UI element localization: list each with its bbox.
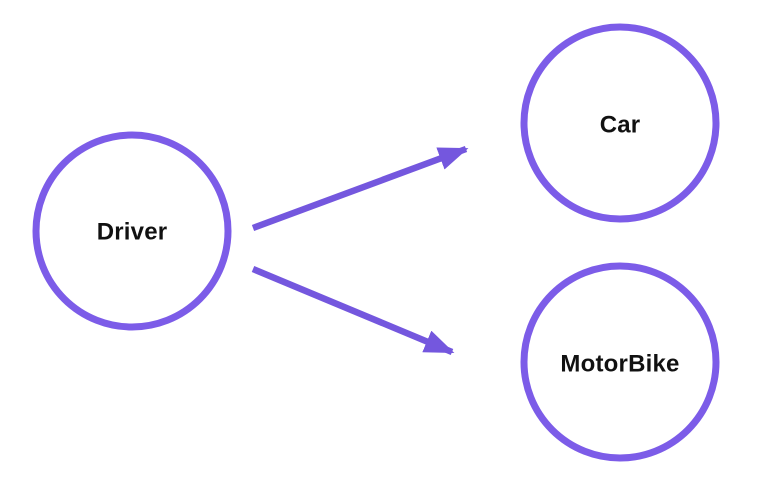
node-motorbike-circle (520, 262, 720, 462)
node-motorbike: MotorBike (520, 262, 720, 462)
node-car-label: Car (600, 111, 641, 138)
edge-driver-motorbike-line (251, 266, 455, 355)
node-driver: Driver (32, 131, 232, 331)
node-motorbike-label: MotorBike (560, 350, 679, 377)
node-car-circle (520, 23, 720, 223)
node-driver-label: Driver (97, 218, 168, 245)
edge-driver-motorbike (251, 266, 455, 355)
node-driver-circle (32, 131, 232, 331)
edge-driver-car (251, 145, 469, 232)
node-car: Car (520, 23, 720, 223)
edge-driver-car-line (251, 145, 469, 232)
